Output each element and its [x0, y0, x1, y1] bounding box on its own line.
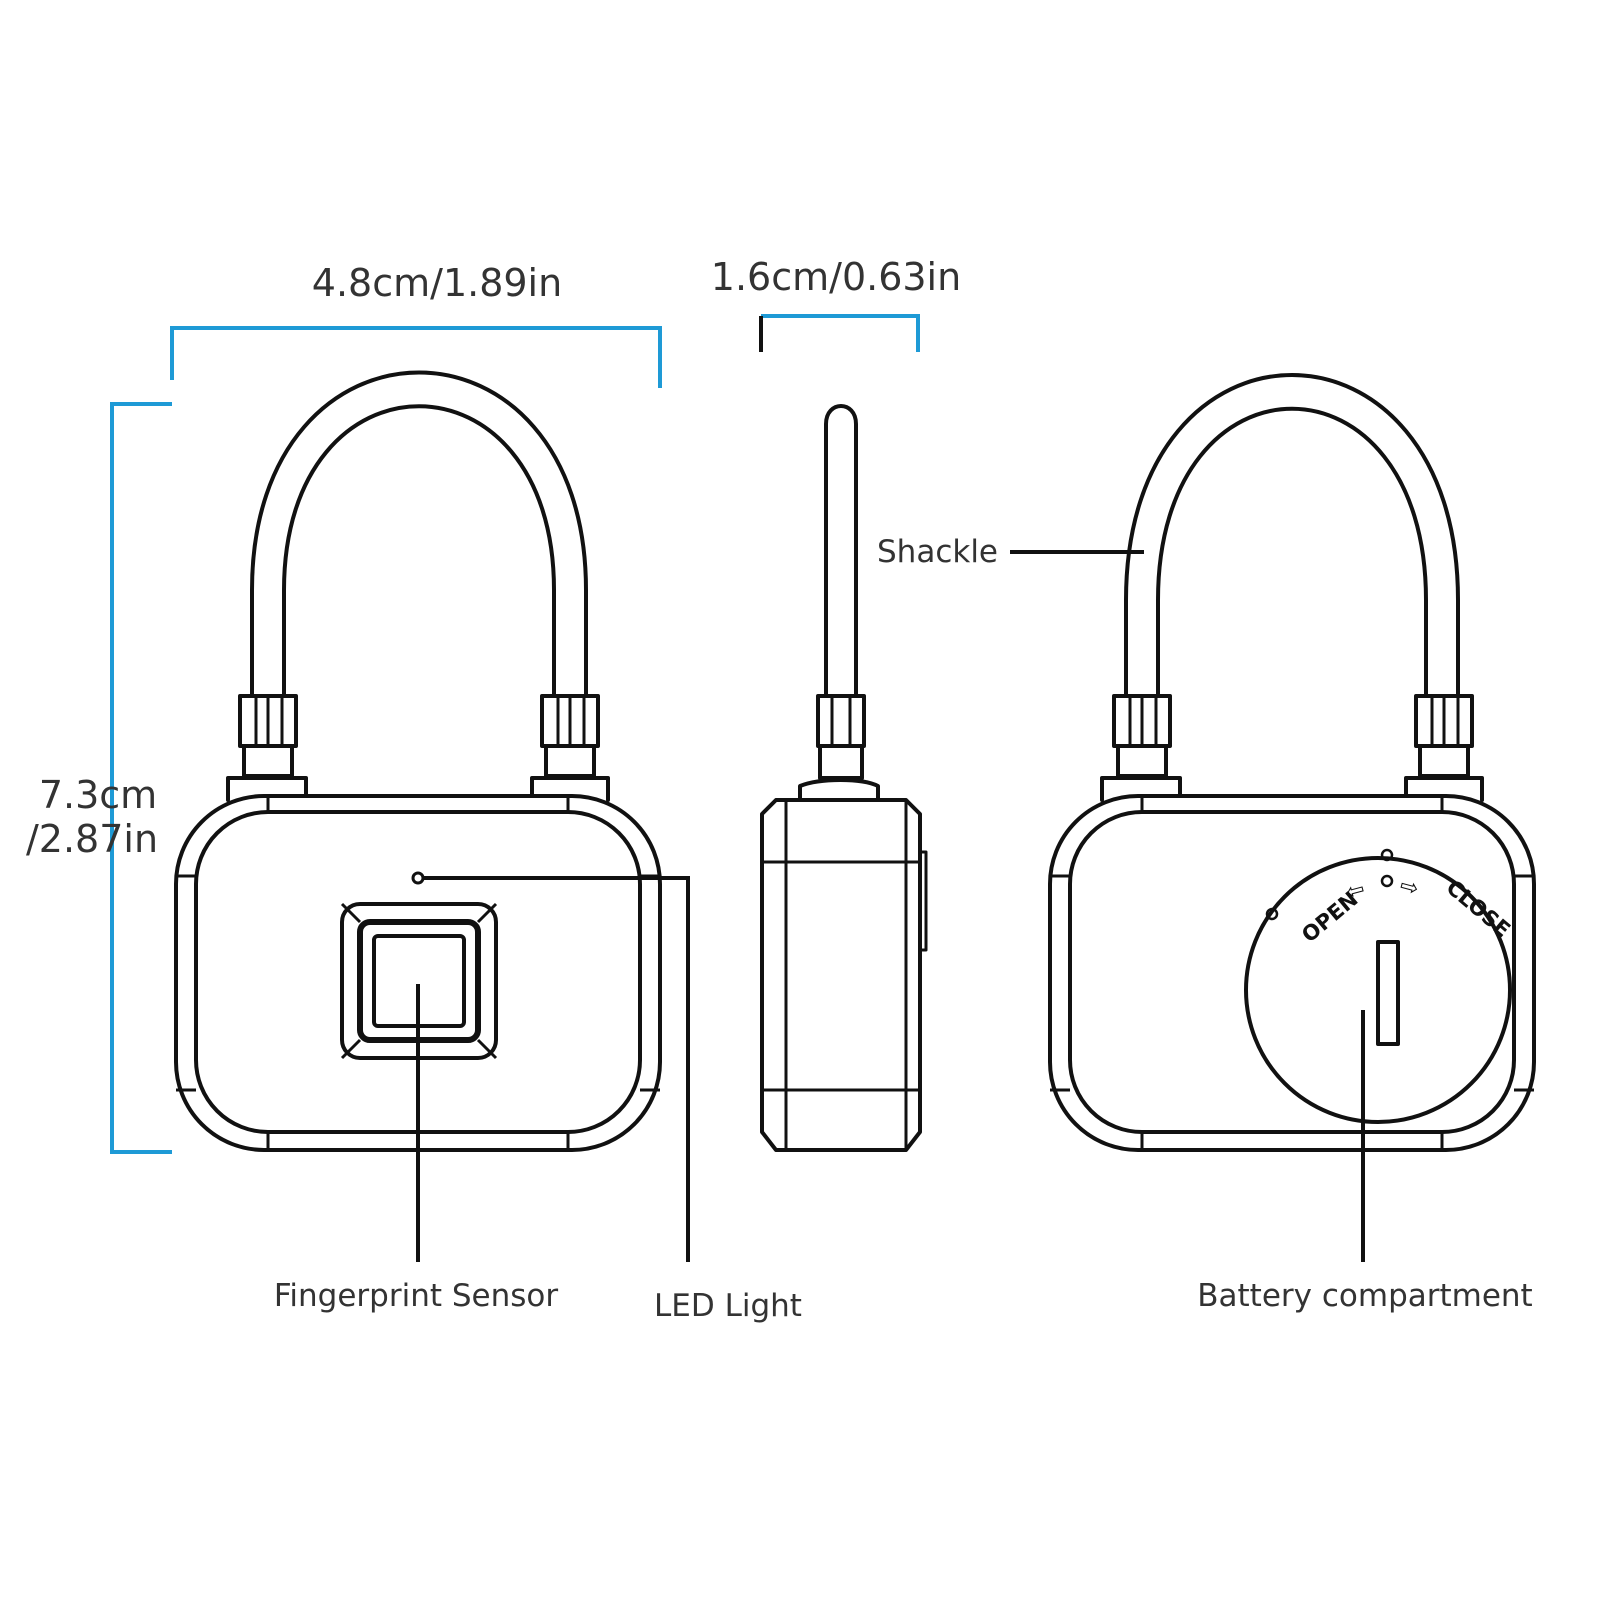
- battery-indicator-dot-center: [1380, 874, 1394, 888]
- back-body-inner: [1068, 810, 1516, 1134]
- led-light-dot: [411, 871, 425, 885]
- side-view: [760, 404, 928, 1152]
- battery-indicator-dot-left: [1265, 907, 1279, 921]
- height-dimension-label-in: /2.87in: [26, 817, 158, 861]
- front-left-collar: [238, 694, 298, 778]
- back-left-collar: [1112, 694, 1172, 778]
- battery-cover-slot: [1376, 940, 1400, 1046]
- dimension-lines: [110, 314, 920, 1154]
- front-right-collar: [540, 694, 600, 778]
- callout-leaders: [416, 550, 1365, 1262]
- led-light-label: LED Light: [654, 1288, 802, 1324]
- side-button: [920, 850, 928, 952]
- fingerprint-sensor-label: Fingerprint Sensor: [274, 1278, 559, 1314]
- battery-cover: OPEN ⇦ ⇨ CLOSE: [1244, 848, 1515, 1124]
- back-view: OPEN ⇦ ⇨ CLOSE: [1048, 373, 1536, 1152]
- side-shackle: [824, 404, 858, 698]
- battery-close-label: CLOSE: [1442, 875, 1515, 942]
- side-top-cap: [798, 778, 880, 802]
- back-body-seams: [1050, 796, 1534, 1150]
- shackle-label: Shackle: [877, 534, 998, 570]
- side-collar: [816, 694, 866, 780]
- led-light-leader: [424, 876, 690, 1262]
- battery-indicator-dot-top: [1380, 848, 1394, 862]
- depth-dimension-label: 1.6cm/0.63in: [711, 255, 961, 299]
- front-shackle: [250, 370, 588, 698]
- height-dimension-line: [110, 402, 172, 1154]
- back-right-collar: [1414, 694, 1474, 778]
- battery-close-arrow: ⇨: [1397, 873, 1421, 902]
- back-shackle: [1124, 373, 1460, 698]
- back-body-outer: [1048, 794, 1536, 1152]
- height-dimension-label-cm: 7.3cm: [39, 773, 157, 817]
- battery-compartment-label: Battery compartment: [1197, 1278, 1532, 1314]
- width-dimension-line: [170, 326, 662, 388]
- width-dimension-label: 4.8cm/1.89in: [312, 261, 562, 305]
- depth-dimension-line: [761, 314, 920, 352]
